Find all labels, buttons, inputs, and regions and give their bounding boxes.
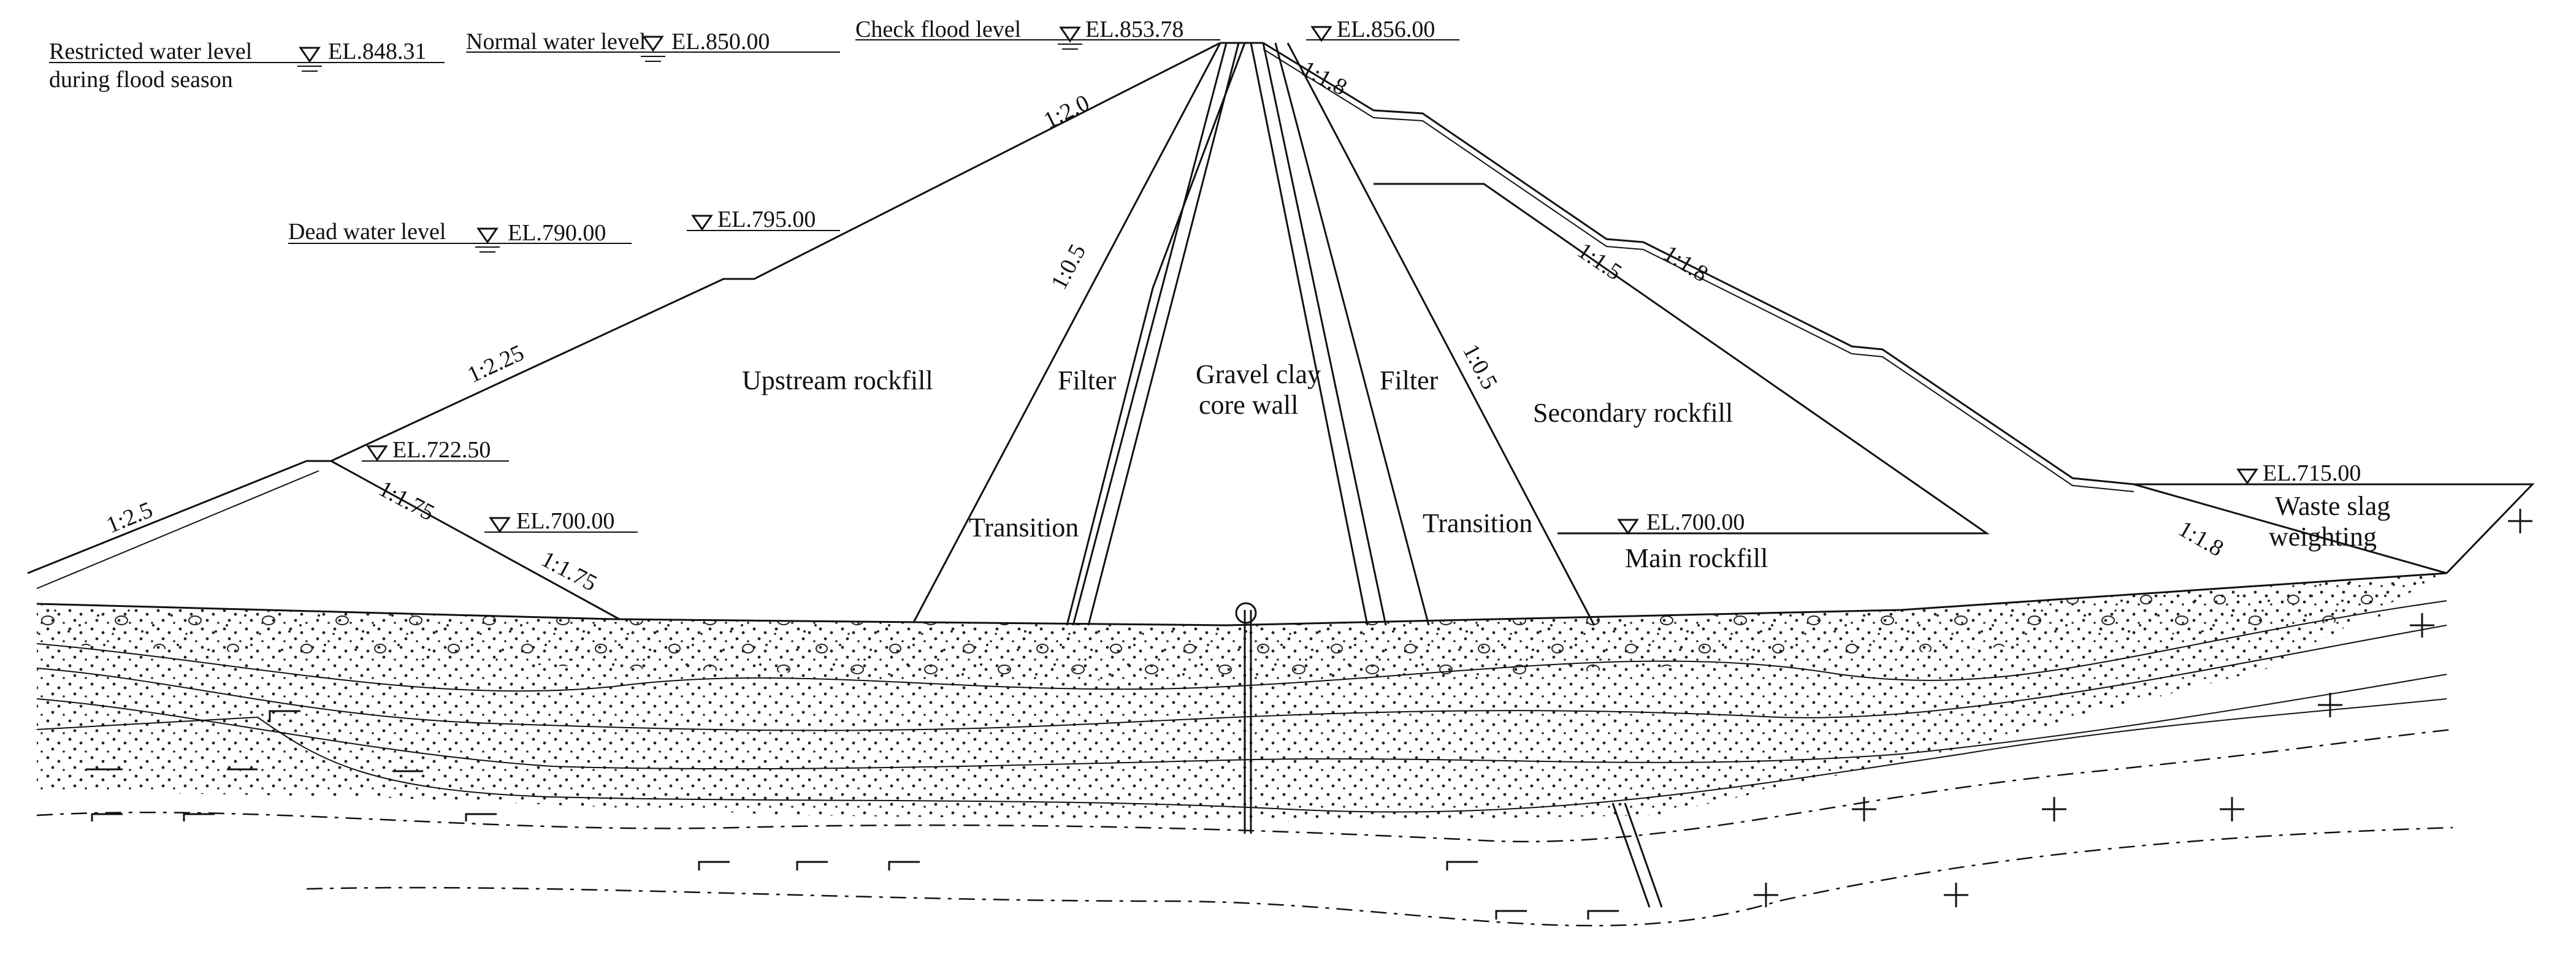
slope-toe-1: 1:1.75: [375, 476, 439, 526]
check-flood-level-label: Check flood level: [855, 17, 1021, 42]
foundation: [36, 509, 2532, 927]
dead-water-level-label: Dead water level: [288, 219, 446, 245]
waste-slag-label-line2: weighting: [2269, 522, 2377, 552]
slope-waste-slag: 1:1.8: [2174, 516, 2228, 562]
transition-downstream-label: Transition: [1423, 508, 1532, 538]
upstream-rockfill-label: Upstream rockfill: [742, 365, 933, 395]
slope-upstream-top: 1:2.0: [1040, 90, 1094, 134]
main-rockfill-elevation: EL.700.00: [1646, 509, 1745, 535]
dead-water-level-elevation: EL.790.00: [508, 220, 606, 246]
upstream-berm-elevation: EL.795.00: [717, 207, 816, 232]
filter-upstream-label: Filter: [1058, 365, 1117, 395]
slope-upstream-mid: 1:2.25: [464, 340, 528, 388]
upstream-toe-berm-elevation: EL.722.50: [392, 437, 491, 463]
transition-upstream-label: Transition: [969, 512, 1079, 543]
slope-toe-2: 1:1.75: [537, 546, 602, 596]
secondary-rockfill-label: Secondary rockfill: [1533, 398, 1733, 428]
water-level-lines: [49, 26, 2447, 535]
dam-body: [27, 42, 2535, 626]
restricted-water-level-elevation: EL.848.31: [328, 39, 426, 64]
core-wall-label-line2: core wall: [1199, 390, 1298, 420]
slope-core-downstream: 1:0.5: [1458, 340, 1502, 394]
waste-slag-elevation: EL.715.00: [2263, 460, 2361, 486]
waste-slag-label: Waste slag: [2275, 491, 2390, 521]
upstream-toe-elevation: EL.700.00: [516, 508, 614, 534]
normal-water-level-elevation: EL.850.00: [671, 29, 770, 55]
crest-elevation: EL.856.00: [1337, 17, 1435, 42]
normal-water-level-label: Normal water level: [466, 29, 646, 55]
restricted-water-level-label: Restricted water level: [49, 39, 252, 64]
core-wall-label: Gravel clay: [1196, 359, 1321, 389]
filter-downstream-label: Filter: [1380, 365, 1439, 395]
main-rockfill-label: Main rockfill: [1625, 543, 1768, 573]
slope-downstream-crest: 1:1.8: [1298, 56, 1351, 101]
check-flood-level-elevation: EL.853.78: [1085, 17, 1183, 42]
restricted-water-level-label-line2: during flood season: [49, 67, 233, 93]
slope-core-upstream: 1:0.5: [1046, 240, 1091, 294]
